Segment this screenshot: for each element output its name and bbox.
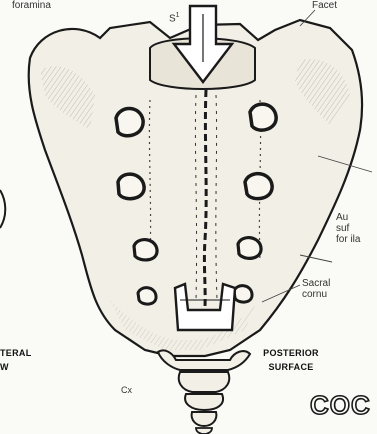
posterior-surface-line-2: SURFACE [246, 360, 336, 374]
sacral-cornu-label: Sacral cornu [302, 278, 352, 300]
auricular-surface-label: Au suf for ila [336, 212, 376, 245]
lateral-view-line-2: W [0, 360, 60, 374]
foramen-right-1 [250, 104, 276, 130]
posterior-surface-label: POSTERIOR SURFACE [246, 346, 336, 374]
auricular-line-1: Au [336, 212, 376, 223]
sacral-cornu-line-1: Sacral [302, 278, 352, 289]
posterior-surface-line-1: POSTERIOR [246, 346, 336, 360]
foramina-label: foramina [12, 1, 51, 11]
coccyx-abbrev-label: Cx [121, 386, 132, 395]
facet-label: Facet [312, 1, 337, 11]
coccyx [158, 350, 250, 434]
coccyx-heading-partial: COC [310, 392, 371, 418]
s1-label: S1 [169, 12, 180, 24]
foramen-left-1 [116, 108, 143, 135]
s1-letter: S [169, 13, 176, 24]
foramen-left-4 [138, 288, 156, 304]
s1-superscript: 1 [176, 12, 180, 19]
sacral-cornu-line-2: cornu [302, 289, 352, 300]
foramen-right-3 [238, 238, 261, 259]
lateral-view-label: TERAL W [0, 346, 60, 374]
foramen-left-3 [134, 240, 157, 260]
foramen-right-4 [234, 286, 252, 302]
lateral-view-line-1: TERAL [0, 346, 60, 360]
auricular-line-2: suf [336, 223, 376, 234]
foramen-right-2 [245, 174, 272, 199]
lateral-view-edge [0, 190, 5, 228]
auricular-line-3: for ila [336, 234, 376, 245]
foramen-left-2 [118, 174, 144, 199]
